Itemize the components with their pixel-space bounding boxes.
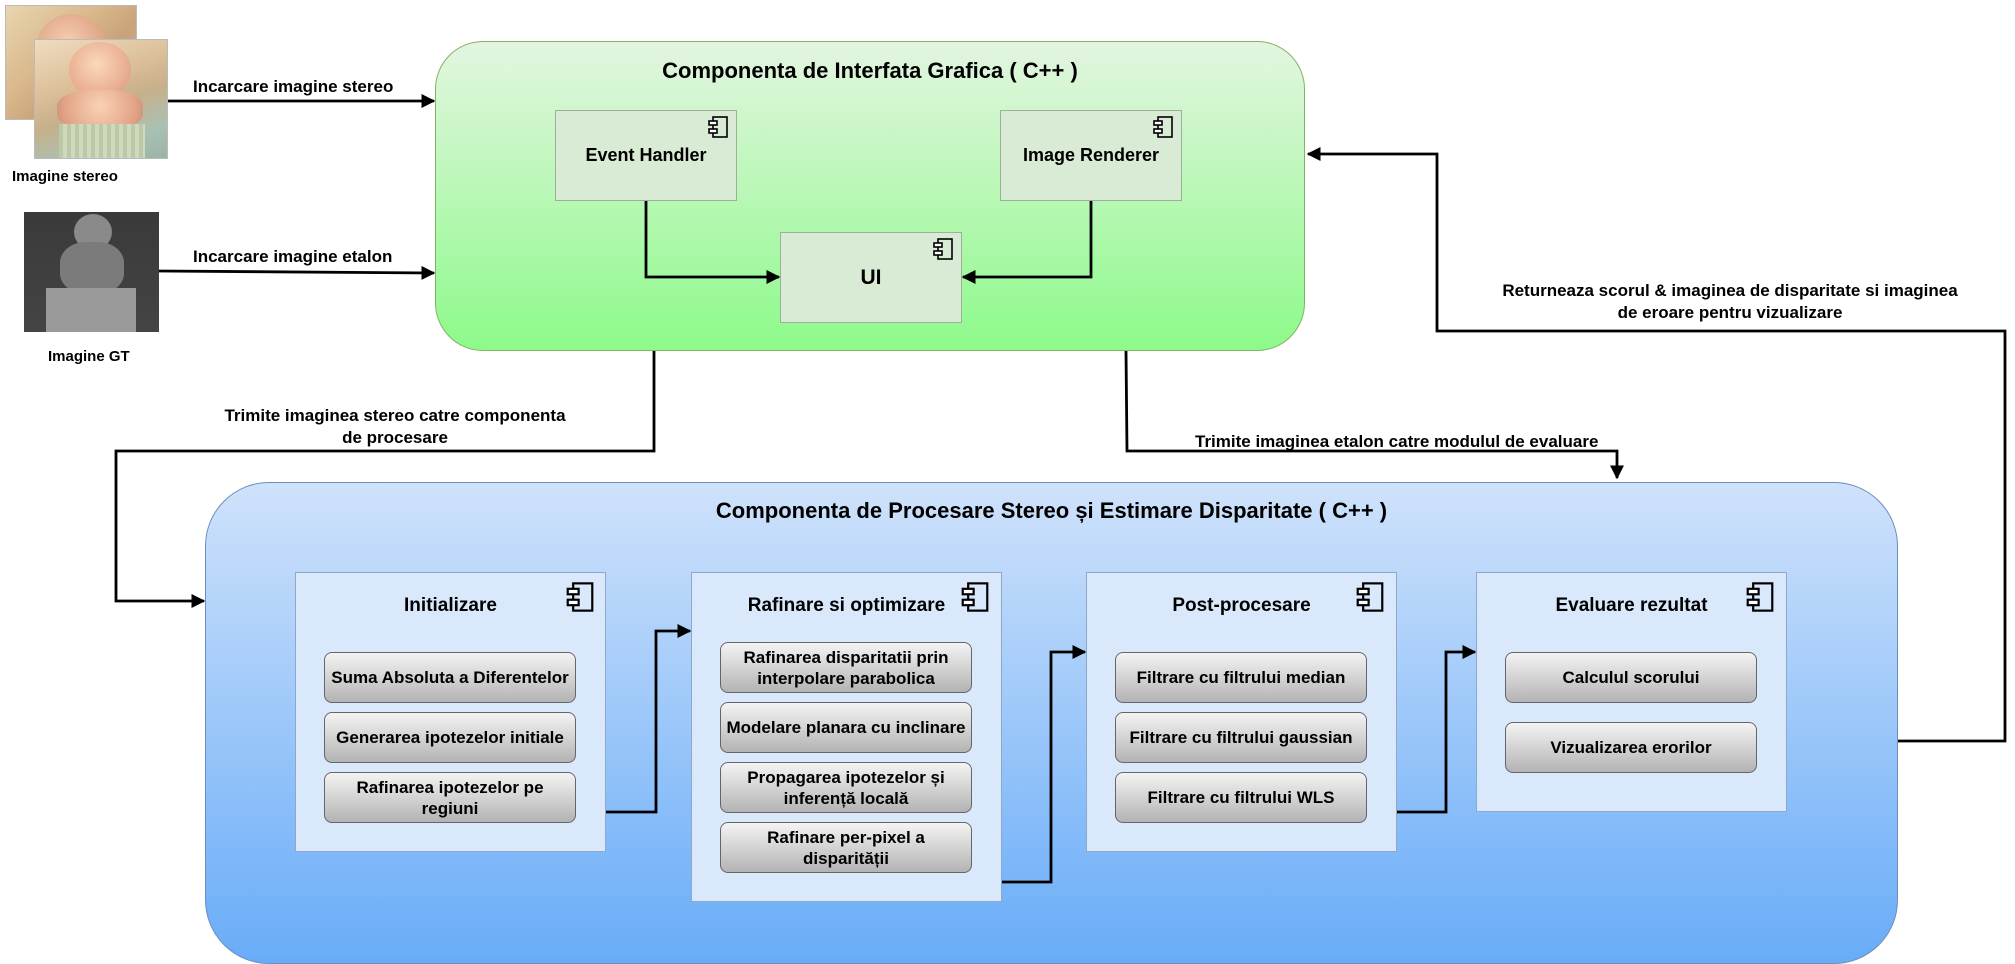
image-renderer-label: Image Renderer: [1022, 145, 1160, 165]
send-etalon-label: Trimite imaginea etalon catre modulul de…: [1195, 432, 1599, 451]
component-icon: [961, 582, 989, 612]
processing-component-title: Componenta de Procesare Stereo și Estima…: [715, 498, 1388, 523]
component-icon: [1746, 582, 1774, 612]
step-wls-filter[interactable]: Filtrare cu filtrului WLS: [1115, 772, 1367, 823]
send-etalon-connector: [1124, 350, 1624, 480]
return-connector: [1306, 147, 2007, 743]
step-score[interactable]: Calculul scorului: [1505, 652, 1757, 703]
step-propagation[interactable]: Propagarea ipotezelor și inferență local…: [720, 762, 972, 813]
step-gaussian-filter[interactable]: Filtrare cu filtrului gaussian: [1115, 712, 1367, 763]
gt-arrow-label: Incarcare imagine etalon: [193, 247, 393, 266]
module-title: Evaluare rezultat: [1555, 595, 1708, 616]
stereo-image-caption: Imagine stereo: [12, 168, 118, 185]
send-stereo-label-line2: de procesare: [342, 428, 448, 447]
return-label-line2: de eroare pentru vizualizare: [1617, 303, 1843, 322]
gt-image-caption: Imagine GT: [48, 348, 130, 365]
return-label: Returneaza scorul & imaginea de disparit…: [1470, 280, 1990, 324]
step-region-refinement[interactable]: Rafinarea ipotezelor pe regiuni: [324, 772, 576, 823]
send-stereo-label-line1: Trimite imaginea stereo catre componenta: [224, 406, 566, 425]
component-icon: [708, 116, 728, 138]
renderer-to-ui-arrow: [961, 201, 1093, 284]
module-title: Initializare: [404, 595, 497, 616]
send-stereo-label: Trimite imaginea stereo catre componenta…: [200, 405, 590, 449]
event-handler-box[interactable]: Event Handler: [555, 110, 737, 201]
step-slanted-plane[interactable]: Modelare planara cu inclinare: [720, 702, 972, 753]
gt-input-arrow: [158, 265, 436, 280]
step-initial-hypotheses[interactable]: Generarea ipotezelor initiale: [324, 712, 576, 763]
ui-label: UI: [860, 265, 882, 289]
stereo-image-right: [34, 39, 168, 159]
image-renderer-box[interactable]: Image Renderer: [1000, 110, 1182, 201]
event-to-ui-arrow: [644, 201, 781, 284]
rafinare-to-post-arrow: [1002, 645, 1087, 884]
step-parabolic-interpolation[interactable]: Rafinarea disparitatii prin interpolare …: [720, 642, 972, 693]
step-per-pixel[interactable]: Rafinare per-pixel a disparității: [720, 822, 972, 873]
stereo-arrow-label: Incarcare imagine stereo: [193, 77, 394, 96]
step-median-filter[interactable]: Filtrare cu filtrului median: [1115, 652, 1367, 703]
module-title: Rafinare si optimizare: [747, 595, 946, 616]
component-icon: [933, 238, 953, 260]
event-handler-label: Event Handler: [585, 145, 707, 165]
ui-box[interactable]: UI: [780, 232, 962, 323]
post-to-eval-arrow: [1397, 645, 1477, 814]
component-icon: [566, 582, 594, 612]
gt-image-thumbnail: [24, 212, 159, 332]
return-label-line1: Returneaza scorul & imaginea de disparit…: [1502, 281, 1958, 300]
send-stereo-connector: [114, 351, 656, 608]
step-error-visualization[interactable]: Vizualizarea erorilor: [1505, 722, 1757, 773]
init-to-rafinare-arrow: [606, 624, 692, 814]
step-sad[interactable]: Suma Absoluta a Diferentelor: [324, 652, 576, 703]
module-title: Post-procesare: [1172, 595, 1311, 616]
component-icon: [1153, 116, 1173, 138]
gui-component-title: Componenta de Interfata Grafica ( C++ ): [662, 58, 1078, 83]
component-icon: [1356, 582, 1384, 612]
